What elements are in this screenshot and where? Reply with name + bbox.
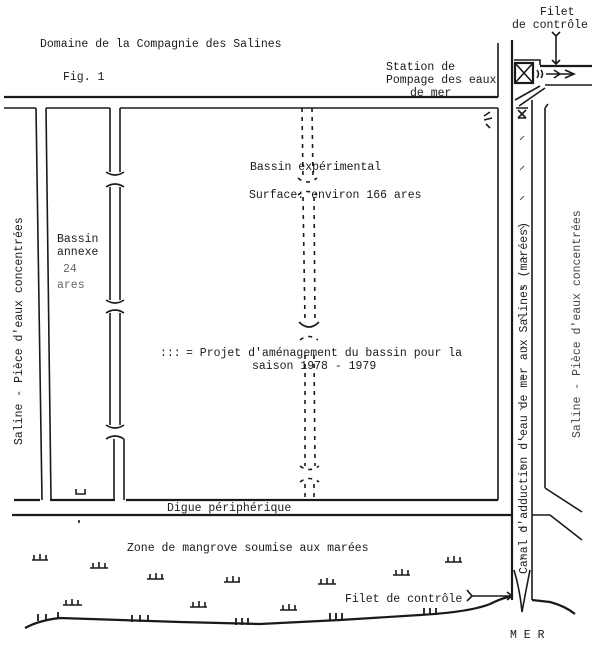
filet-top-line2: de contrôle	[512, 19, 588, 32]
main-basin-right-wall	[483, 43, 499, 500]
bassin-experimental-surface: Surface: environ 166 ares	[249, 189, 422, 202]
bassin-annexe-line2: annexe	[57, 246, 99, 259]
digue-label: Digue périphérique	[167, 502, 291, 515]
station-label-line2: Pompage des eaux	[386, 74, 497, 87]
bassin-annexe-line1: Bassin	[57, 233, 98, 246]
projet-legend-line1: = Projet d'aménagement du bassin pour la	[186, 347, 462, 360]
projet-legend-line2: saison 1978 - 1979	[252, 360, 376, 373]
filet-top-line1: Filet	[540, 6, 575, 19]
bassin-experimental-label: Bassin expérimental	[250, 161, 381, 174]
coastline	[24, 594, 513, 629]
filet-bottom-label: Filet de contrôle	[345, 593, 462, 606]
bassin-annexe-line4: ares	[57, 279, 85, 292]
mer-label: M E R	[510, 629, 545, 642]
canal-adduction	[510, 31, 592, 615]
saline-left-label: Saline - Pièce d'eaux concentrées	[13, 217, 26, 445]
bassin-annexe-line3: 24	[63, 263, 77, 276]
projet-legend-symbol: :::	[160, 347, 181, 360]
annexe-channel	[75, 108, 125, 523]
outer-dike-lines	[4, 95, 512, 517]
station-label-line1: Station de	[386, 61, 455, 74]
projected-channel-dashed	[297, 107, 320, 500]
canal-label: Canal d'adduction d'eau de mer aux Salin…	[518, 222, 531, 574]
filet-bottom-arrow	[466, 589, 514, 602]
saline-right-label: Saline - Pièce d'eaux concentrées	[571, 210, 584, 438]
mangrove-symbols	[32, 554, 462, 625]
mangrove-zone-label: Zone de mangrove soumise aux marées	[127, 542, 369, 555]
left-channel	[35, 107, 52, 501]
domain-title: Domaine de la Compagnie des Salines	[40, 38, 282, 51]
station-label-line3: de mer	[410, 87, 451, 100]
figure-label: Fig. 1	[63, 71, 105, 84]
